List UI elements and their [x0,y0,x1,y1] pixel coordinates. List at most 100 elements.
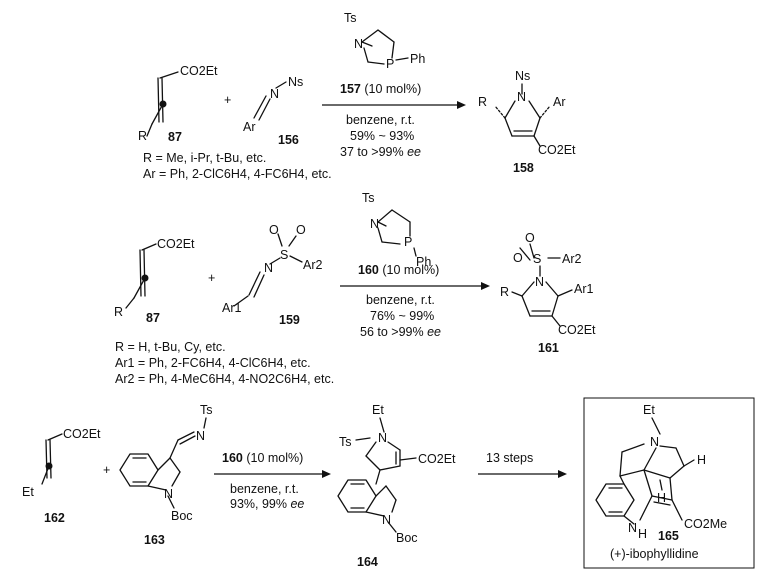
product-161-r: R [500,285,509,299]
catalyst-157-structure [361,29,409,65]
compound-label-161: 161 [538,341,559,355]
indole-163-ts: Ts [200,403,213,417]
product-161-o2: O [525,231,535,245]
plus-sign-3: + [103,463,110,477]
product-158-n: N [517,90,526,104]
reaction-1-scope-ar: Ar = Ph, 2-ClC6H4, 4-FC6H4, etc. [143,167,332,181]
target-box [583,397,755,569]
reaction-1-arrowhead [457,101,466,109]
product-158-ester: CO2Et [538,143,576,157]
target-165-h1: H [697,453,706,467]
target-165-name: (+)-ibophyllidine [610,547,699,561]
target-165-nh-h: H [638,527,647,541]
allenoate-162-ester: CO2Et [63,427,101,441]
product-164-ts: Ts [339,435,352,449]
reaction-1-solvent: benzene, r.t. [346,113,415,127]
reaction-3-steps: 13 steps [486,451,533,465]
product-164-ester: CO2Et [418,452,456,466]
target-165-n: N [650,435,659,449]
pyrroline-164-structure [337,417,417,533]
pyrroline-161-structure [511,243,573,327]
imine-156-ns: Ns [288,75,303,89]
reaction-1-ee: 37 to >99% ee [340,145,421,159]
reaction-1-catalyst-loading: 157 (10 mol%) [340,82,421,96]
indole-163-boc: Boc [171,509,193,523]
product-158-ns: Ns [515,69,530,83]
reaction-3-catalyst-loading: 160 (10 mol%) [222,451,303,465]
compound-label-162: 162 [44,511,65,525]
reaction-1-yield: 59% ~ 93% [350,129,414,143]
imine-159-structure [233,233,303,307]
product-161-s: S [533,252,541,266]
reaction-3-yield-ee: 93%, 99% ee [230,497,304,511]
product-164-et: Et [372,403,384,417]
imine-159-s: S [280,248,288,262]
product-164-boc: Boc [396,531,418,545]
allene-central-carbon [159,100,167,108]
reaction-1: CO2Et R 87 + N Ns Ar 156 Ts N P Ph 157 (… [138,11,576,181]
product-161-ester: CO2Et [558,323,596,337]
imine-159-ar2: Ar2 [303,258,323,272]
imine-159-o1: O [269,223,279,237]
catalyst-160-ph: Ph [416,255,431,269]
catalyst-160-n: N [370,217,379,231]
product-164-n: N [378,431,387,445]
allene-central-carbon-3 [45,462,53,470]
catalyst-157-ts: Ts [344,11,357,25]
reaction-2-arrowhead [481,282,490,290]
imine-159-ar1: Ar1 [222,301,242,315]
compound-label-87b: 87 [146,311,160,325]
product-161-o1: O [513,251,523,265]
reaction-2-scope-ar2: Ar2 = Ph, 4-MeC6H4, 4-NO2C6H4, etc. [115,372,334,386]
allenoate-87-structure-2 [125,243,157,309]
compound-label-159: 159 [279,313,300,327]
product-161-n: N [535,275,544,289]
product-158-r: R [478,95,487,109]
pyrroline-158-structure [494,83,551,147]
reaction-2-scope-ar1: Ar1 = Ph, 2-FC6H4, 4-ClC6H4, etc. [115,356,311,370]
target-165-ester: CO2Me [684,517,727,531]
reaction-3-arrowhead [322,470,331,478]
compound-label-158: 158 [513,161,534,175]
target-165-nh-n: N [628,521,637,535]
allenoate-162-et: Et [22,485,34,499]
catalyst-160-ts: Ts [362,191,375,205]
ibophyllidine-165-structure [595,417,695,525]
target-165-et: Et [643,403,655,417]
product-158-ar: Ar [553,95,566,109]
imine-156-n: N [270,87,279,101]
reaction-2-solvent: benzene, r.t. [366,293,435,307]
compound-label-163: 163 [144,533,165,547]
imine-159-n: N [264,261,273,275]
allenoate-87-ester: CO2Et [180,64,218,78]
indole-163-imine-n: N [196,429,205,443]
catalyst-160-p: P [404,235,412,249]
reaction-2-scope-r: R = H, t-Bu, Cy, etc. [115,340,226,354]
allenoate-87b-ester: CO2Et [157,237,195,251]
compound-label-164: 164 [357,555,378,569]
product-161-ar2: Ar2 [562,252,582,266]
reaction-2-ee: 56 to >99% ee [360,325,441,339]
compound-label-156: 156 [278,133,299,147]
compound-label-87: 87 [168,130,182,144]
compound-label-165: 165 [658,529,679,543]
plus-sign-1: + [224,93,231,107]
allenoate-162-structure [41,433,63,485]
reaction-1-scope-r: R = Me, i-Pr, t-Bu, etc. [143,151,266,165]
reaction-2-catalyst-loading: 160 (10 mol%) [358,263,439,277]
product-164-indole-n: N [382,513,391,527]
allenoate-87b-r: R [114,305,123,319]
catalyst-157-p: P [386,57,394,71]
plus-sign-2: + [208,271,215,285]
allenoate-87-structure [146,71,179,137]
reaction-2-yield: 76% ~ 99% [370,309,434,323]
catalyst-157-n: N [354,37,363,51]
indole-163-structure [119,417,207,509]
catalyst-160-structure [377,209,417,257]
indole-163-n: N [164,487,173,501]
steps-arrowhead [558,470,567,478]
product-161-ar1: Ar1 [574,282,594,296]
catalyst-157-ph: Ph [410,52,425,66]
reaction-3-solvent: benzene, r.t. [230,482,299,496]
